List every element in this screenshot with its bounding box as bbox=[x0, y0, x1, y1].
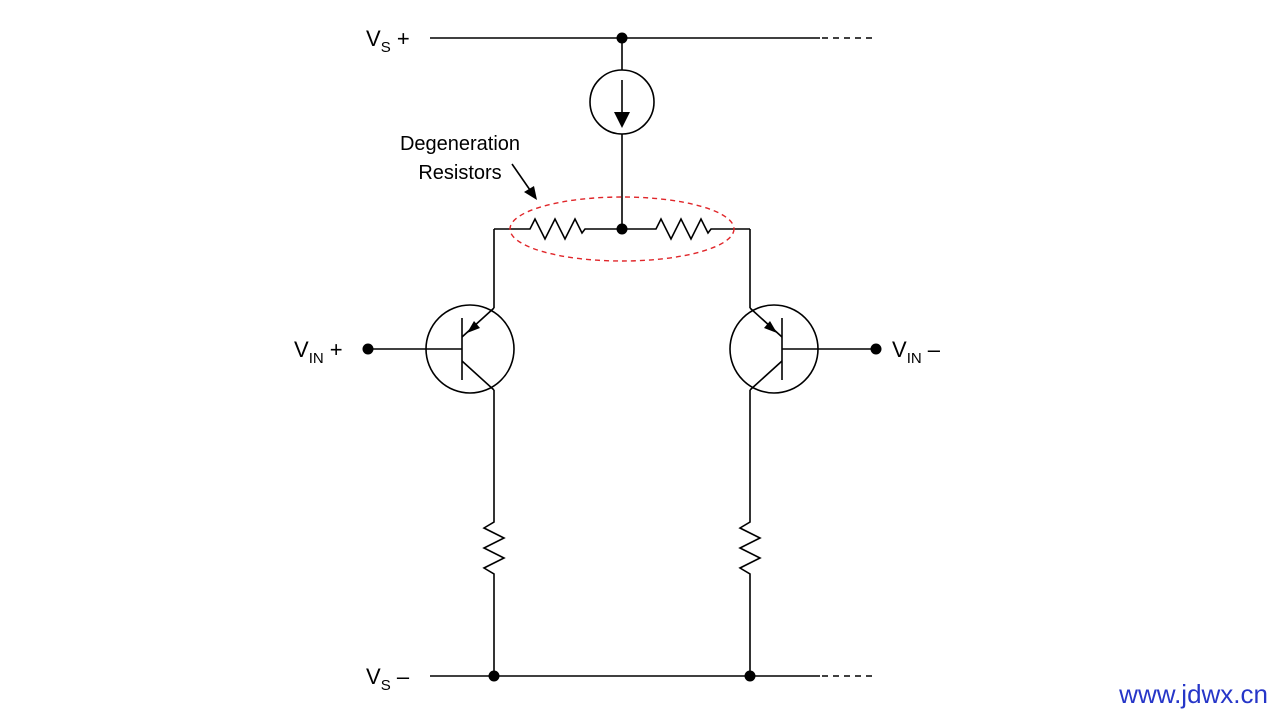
left-load-resistor bbox=[482, 518, 506, 578]
annotation-line-1: Degeneration bbox=[400, 133, 520, 155]
current-source bbox=[589, 69, 655, 135]
label-vin-plus: VIN + bbox=[294, 337, 343, 367]
label-vs-minus: VS – bbox=[366, 664, 410, 694]
vin-plus-terminal bbox=[362, 343, 374, 355]
label-vs-plus: VS + bbox=[366, 26, 410, 56]
label-vin-minus: VIN – bbox=[892, 337, 941, 367]
degeneration-highlight-ellipse bbox=[509, 196, 735, 262]
vin-minus-terminal bbox=[870, 343, 882, 355]
degeneration-resistor-right bbox=[622, 217, 750, 241]
right-transistor bbox=[729, 304, 819, 394]
right-load-resistor bbox=[738, 518, 762, 578]
watermark-text: www.jdwx.cn bbox=[1119, 679, 1268, 709]
annotation-arrow-line bbox=[511, 163, 531, 191]
annotation-arrow-head bbox=[524, 186, 537, 200]
degeneration-resistor-left bbox=[512, 217, 622, 241]
annotation-line-2: Resistors bbox=[418, 162, 501, 184]
